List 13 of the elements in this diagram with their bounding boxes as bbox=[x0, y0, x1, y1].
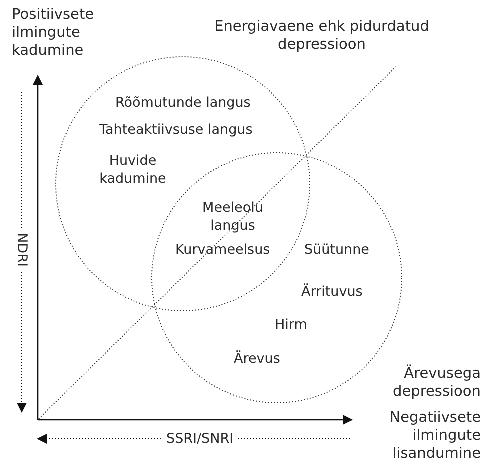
text-label: Huvide kadumine bbox=[98, 152, 168, 188]
region-title: Energiavaene ehk pidurdatud depressioon bbox=[214, 18, 430, 54]
text-label: Süütunne bbox=[304, 241, 370, 259]
region-title: Ärevusega depressioon bbox=[392, 365, 481, 401]
text-label: Kurvameelsus bbox=[176, 241, 270, 259]
text-label: Hirm bbox=[275, 316, 308, 334]
text-label: Meeleolu langus bbox=[202, 199, 264, 235]
text-label: Tahteaktiivsuse langus bbox=[100, 121, 253, 139]
text-label: Rõõmutunde langus bbox=[116, 94, 251, 112]
axis-title: Positiivsete ilmingute kadumine bbox=[12, 6, 96, 60]
axis-title: Negatiivsete ilmingute lisandumine bbox=[388, 409, 481, 463]
text-label: Ärevus bbox=[234, 350, 280, 368]
text-label: Ärrituvus bbox=[302, 283, 363, 301]
